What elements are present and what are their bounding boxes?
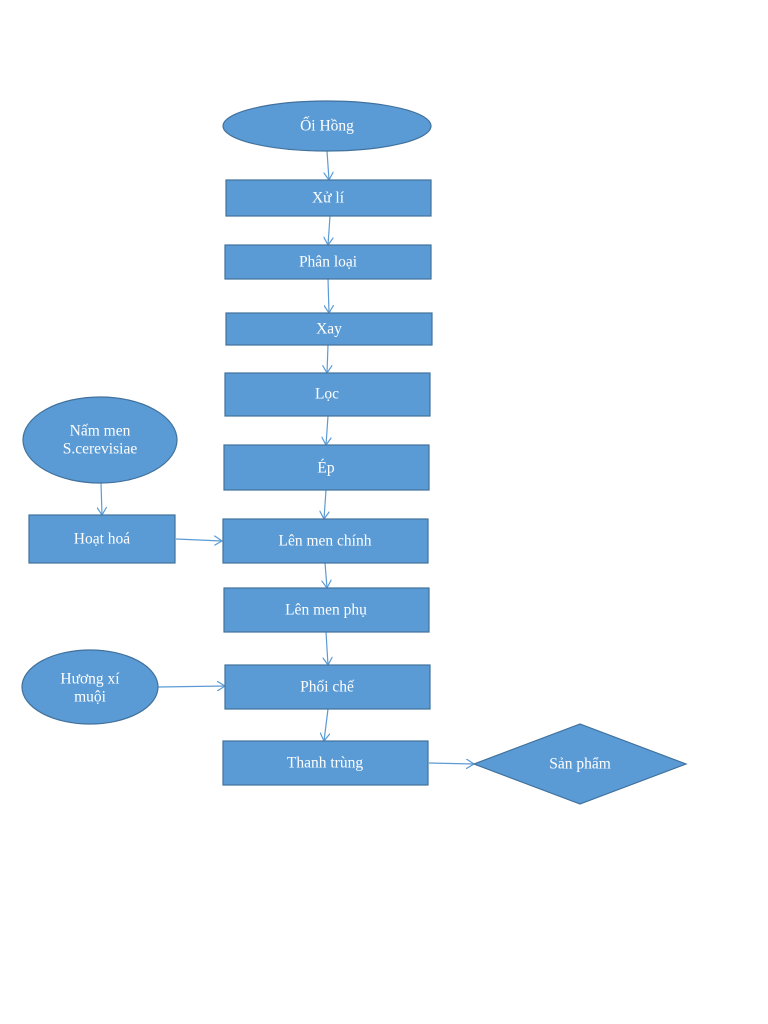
arrow-ep-to-len-men-chinh [324,489,326,519]
node-len-men-chinh: Lên men chính [222,518,429,564]
node-hoat-hoa-label: Hoạt hoá [74,531,131,548]
node-oi-hong: Ối Hồng [222,100,432,152]
node-loc-label: Lọc [315,386,339,403]
node-phan-loai: Phân loại [224,244,432,280]
node-xay-label: Xay [316,321,342,338]
node-xay: Xay [225,312,433,346]
node-phan-loai-label: Phân loại [299,254,358,271]
arrow-oi-hong-to-xu-li [327,150,329,180]
node-san-pham: Sản phẩm [472,723,688,805]
node-nam-men-label-line1: Nấm men [70,423,131,440]
node-len-men-chinh-label: Lên men chính [279,533,372,550]
node-san-pham-label: Sản phẩm [549,756,611,773]
arrow-hoat-hoa-to-len-men-chinh [175,539,222,541]
node-nam-men-label-line2: S.cerevisiae [63,441,138,458]
node-thanh-trung: Thanh trùng [222,740,429,786]
node-huong-label-line1: Hương xí [60,671,120,688]
node-len-men-phu: Lên men phụ [223,587,430,633]
arrow-xu-li-to-phan-loai [328,215,330,245]
node-len-men-phu-label: Lên men phụ [285,602,367,619]
arrow-phoi-che-to-thanh-trung [324,708,328,741]
node-ep-label: Ép [317,460,334,477]
arrow-huong-to-phoi-che [157,686,225,687]
arrow-loc-to-ep [326,415,328,445]
node-xu-li-label: Xử lí [312,190,345,207]
node-hoat-hoa: Hoạt hoá [28,514,176,564]
node-phoi-che: Phối chế [224,664,431,710]
node-nam-men: Nấm men S.cerevisiae [22,396,178,484]
arrow-nam-men-to-hoat-hoa [101,482,102,515]
arrow-xay-to-loc [327,344,328,373]
node-thanh-trung-label: Thanh trùng [287,755,363,772]
arrow-len-men-phu-to-phoi-che [326,631,328,665]
node-huong-xi-muoi: Hương xí muội [21,649,159,725]
node-phoi-che-label: Phối chế [300,679,355,696]
node-loc: Lọc [224,372,431,417]
node-ep: Ép [223,444,430,491]
arrow-thanh-trung-to-san-pham [428,763,474,764]
arrow-phan-loai-to-xay [328,278,329,313]
node-xu-li: Xử lí [225,179,432,217]
node-huong-label-line2: muội [74,689,107,706]
arrow-len-men-chinh-to-len-men-phu [325,562,327,588]
node-oi-hong-label: Ối Hồng [300,117,354,135]
